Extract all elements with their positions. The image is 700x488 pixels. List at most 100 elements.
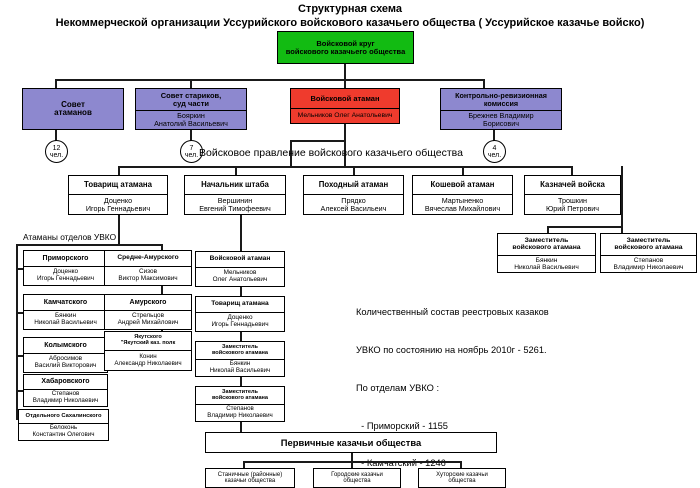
node-kaznachei-body: Трошкин Юрий Петрович: [525, 194, 620, 214]
badge-count-12-number: 12: [52, 144, 61, 152]
connector-otdely-bus: [16, 244, 162, 246]
node-otdel-amurskogo-head: Амурского: [129, 298, 167, 306]
node-otdel-kamchatskogo-body: Бянкин Николай Васильевич: [24, 310, 107, 329]
node-chain-zamestitel-2-head: Заместитель войскового атамана: [211, 388, 269, 401]
node-otdel-sredne-amurskogo[interactable]: Средне-Амурского Сизов Виктор Максимович: [104, 250, 192, 286]
node-tovarisch-atamana-head: Товарищ атамана: [84, 179, 152, 189]
node-otdel-primorskogo[interactable]: Приморского Доценко Игорь Геннадьевич: [23, 250, 108, 286]
node-sovet-starikov[interactable]: Совет стариков, суд части Бояркин Анатол…: [135, 88, 247, 130]
node-hutorskie-obschestva[interactable]: Хуторские казачьи общества: [418, 468, 506, 488]
node-chain-zamestitel-1[interactable]: Заместитель войскового атамана Бянкин Ни…: [195, 341, 285, 377]
node-chain-voiskovoi-ataman[interactable]: Войсковой атаман Мельников Олег Анатолье…: [195, 251, 285, 287]
connector-top-bus: [55, 79, 484, 81]
node-chain-zamestitel-2-body: Степанов Владимир Николаевич: [196, 404, 284, 421]
node-chain-voiskovoi-ataman-body: Мельников Олег Анатольевич: [196, 267, 284, 286]
stats-line1: Количественный состав реестровых казаков: [356, 307, 549, 318]
node-otdel-primorskogo-body: Доценко Игорь Геннадьевич: [24, 266, 107, 285]
node-chain-zamestitel-1-head: Заместитель войскового атамана: [211, 343, 269, 356]
node-pervichnye-kazachi-obschestva[interactable]: Первичные казачьи общества: [205, 432, 497, 453]
node-otdel-yakutskogo-head: Якутского "Якутский каз. полк: [120, 334, 176, 346]
node-koshevoi-ataman-body: Мартыненко Вячеслав Михайлович: [413, 194, 512, 214]
node-voiskovoi-ataman-top[interactable]: Войсковой атаман Мельников Олег Анатолье…: [290, 88, 400, 124]
node-otdel-kolymskogo-body: Абросимов Василий Викторович: [24, 353, 107, 372]
badge-count-4-number: 4: [492, 144, 497, 152]
node-chain-tovarisch-atamana[interactable]: Товарищ атамана Доценко Игорь Геннадьеви…: [195, 296, 285, 332]
node-otdel-habarovskogo-head: Хабаровского: [41, 378, 90, 386]
node-zamestitel-1-head: Заместитель войскового атамана: [512, 237, 581, 252]
node-otdel-sredne-amurskogo-head: Средне-Амурского: [117, 254, 179, 262]
badge-count-12: 12 чел.: [45, 140, 68, 163]
connector-drop-nachalnik: [235, 166, 237, 175]
node-tovarisch-atamana[interactable]: Товарищ атамана Доценко Игорь Геннадьеви…: [68, 175, 168, 215]
node-zamestitel-1[interactable]: Заместитель войскового атамана Бянкин Ни…: [497, 233, 596, 273]
node-krk-head: Контрольно-ревизионная комиссия: [455, 91, 547, 108]
node-stanichnye-obschestva[interactable]: Станичные (районные) казачьи общества: [205, 468, 295, 488]
node-otdel-habarovskogo-body: Степанов Владимир Николаевич: [24, 389, 107, 406]
badge-count-4: 4 чел.: [483, 140, 506, 163]
node-otdel-amurskogo[interactable]: Амурского Стрельцов Андрей Михайлович: [104, 294, 192, 330]
label-voiskovoe-pravlenie: Войсковое правление войскового казачьего…: [199, 147, 463, 159]
node-otdel-kamchatskogo[interactable]: Камчатского Бянкин Николай Васильевич: [23, 294, 108, 330]
stats-line3: По отделам УВКО :: [356, 382, 440, 393]
node-zamestitel-1-body: Бянкин Николай Васильевич: [498, 254, 595, 272]
node-otdel-yakutskogo-body: Конин Александр Николаевич: [105, 350, 191, 370]
node-pervichnye-head: Первичные казачьи общества: [280, 436, 422, 448]
connector-tick-kolymskogo: [16, 355, 24, 357]
connector-ataman-left-stub-h: [290, 140, 345, 142]
connector-drop-zam2: [621, 226, 623, 233]
connector-otdely-left-spine: [16, 244, 18, 419]
connector-drop-stanichnye: [243, 461, 245, 468]
node-otdel-yakutskogo[interactable]: Якутского "Якутский каз. полк Конин Алек…: [104, 331, 192, 371]
connector-drop-zam1: [547, 226, 549, 233]
node-voiskovoi-ataman-top-head: Войсковой атаман: [310, 93, 380, 103]
badge-count-4-unit: чел.: [487, 151, 502, 159]
node-kontrolno-revizionnaya-komissiya[interactable]: Контрольно-ревизионная комиссия Брежнев …: [440, 88, 562, 130]
node-zamestitel-2-head: Заместитель войскового атамана: [614, 237, 683, 252]
node-sovet-atamanov[interactable]: Совет атаманов: [22, 88, 124, 130]
node-zamestitel-2[interactable]: Заместитель войскового атамана Степанов …: [600, 233, 697, 273]
badge-count-7-unit: чел.: [184, 151, 199, 159]
node-koshevoi-ataman[interactable]: Кошевой атаман Мартыненко Вячеслав Михай…: [412, 175, 513, 215]
stats-item: - Камчатский - 1246: [356, 458, 446, 469]
node-pohodnyi-ataman[interactable]: Походный атаман Прядко Алексей Васильеич: [303, 175, 404, 215]
node-nachalnik-shtaba[interactable]: Начальник штаба Вершинин Евгений Тимофее…: [184, 175, 286, 215]
badge-count-12-unit: чел.: [49, 151, 64, 159]
node-kaznachei-head: Казначей войска: [540, 179, 605, 189]
connector-ataman-chain-spine: [240, 215, 242, 251]
node-chain-zamestitel-1-body: Бянкин Николай Васильевич: [196, 359, 284, 376]
node-sovet-starikov-head: Совет стариков, суд части: [160, 90, 222, 108]
connector-chain-3-4: [240, 377, 242, 386]
node-gorodskie-obschestva[interactable]: Городские казачьи общества: [313, 468, 401, 488]
connector-drop-hutorskie: [460, 461, 462, 468]
connector-pravlenie-bus: [118, 166, 571, 168]
page-title-line2: Некоммерческой организации Уссурийского …: [55, 17, 645, 29]
node-otdel-kamchatskogo-head: Камчатского: [43, 298, 88, 306]
node-chain-tovarisch-atamana-body: Доценко Игорь Геннадьевич: [196, 312, 284, 331]
node-sovet-atamanov-head: Совет атаманов: [54, 99, 92, 117]
node-gorodskie-head: Городские казачьи общества: [331, 471, 383, 484]
connector-drop-gorodskie: [351, 461, 353, 468]
page-title-line1: Структурная схема: [297, 3, 403, 15]
node-chain-zamestitel-2[interactable]: Заместитель войскового атамана Степанов …: [195, 386, 285, 422]
connector-chain-1-2: [240, 287, 242, 296]
node-voiskovoi-krug[interactable]: Войсковой круг войскового казачьего обще…: [277, 31, 414, 64]
node-voiskovoi-krug-head: Войсковой круг войскового казачьего обще…: [285, 38, 406, 56]
connector-drop-pohodnyi: [353, 166, 355, 175]
node-otdel-kolymskogo[interactable]: Колымского Абросимов Василий Викторович: [23, 337, 108, 373]
badge-count-7: 7 чел.: [180, 140, 203, 163]
connector-tick-primorskogo: [16, 268, 24, 270]
node-otdel-sahalinskogo-head: Отдельного Сахалинского: [25, 413, 102, 420]
node-otdel-sahalinskogo[interactable]: Отдельного Сахалинского Белоконь Констан…: [18, 409, 109, 441]
stats-block: Количественный состав реестровых казаков…: [356, 281, 549, 488]
connector-drop-voiskovoi-ataman: [344, 64, 346, 88]
connector-ataman-left-stub-v: [290, 140, 292, 166]
connector-drop-koshevoi: [462, 166, 464, 175]
node-nachalnik-shtaba-body: Вершинин Евгений Тимофеевич: [185, 194, 285, 214]
node-otdel-habarovskogo[interactable]: Хабаровского Степанов Владимир Николаеви…: [23, 374, 108, 407]
connector-chain-2-3: [240, 332, 242, 341]
node-nachalnik-shtaba-head: Начальник штаба: [201, 179, 269, 189]
node-zamestitel-2-body: Степанов Владимир Николаевич: [601, 254, 696, 272]
connector-ataman-down: [344, 124, 346, 166]
node-kaznachei-voiska[interactable]: Казначей войска Трошкин Юрий Петрович: [524, 175, 621, 215]
